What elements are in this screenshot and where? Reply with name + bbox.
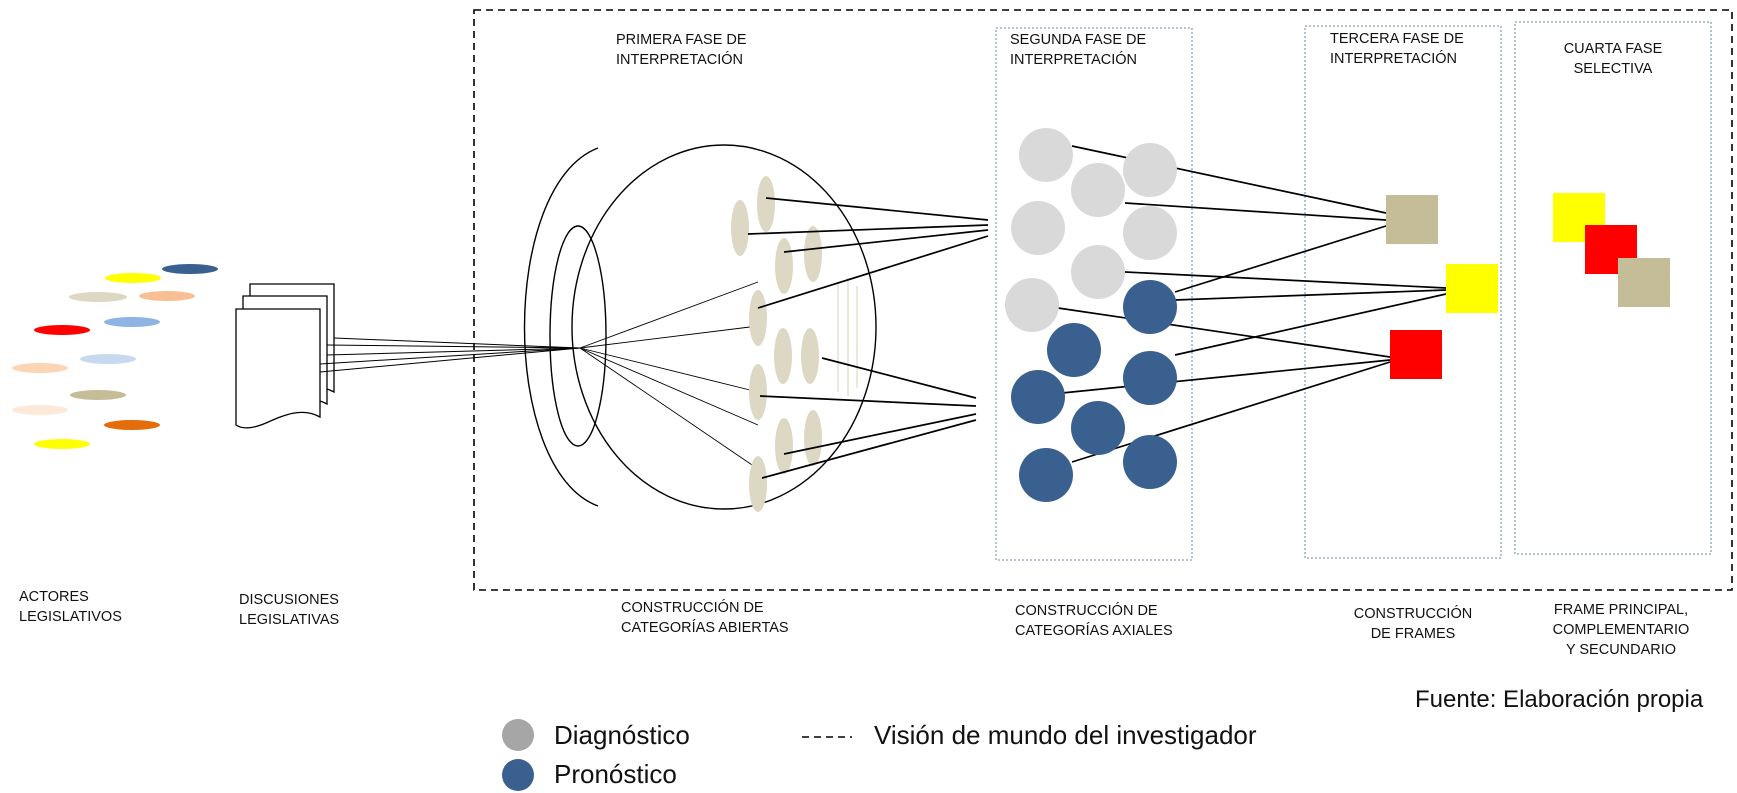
diagnostic-circle xyxy=(1011,201,1065,255)
axial-prognostic-circles xyxy=(1011,280,1177,502)
document-stack-icon xyxy=(235,283,335,429)
source-note: Fuente: Elaboración propia xyxy=(1415,686,1704,713)
label-legislative-actors-line1: ACTORES xyxy=(19,589,89,605)
label-axial-categories: CONSTRUCCIÓN DE CATEGORÍAS AXIALES xyxy=(1015,601,1173,641)
actor-ellipse xyxy=(80,354,136,364)
phase-title-fourth-line1: CUARTA FASE xyxy=(1563,41,1663,57)
prognostic-circle xyxy=(1123,435,1177,489)
phase-title-second: SEGUNDA FASE DE INTERPRETACIÓN xyxy=(1010,30,1146,70)
phase-title-third: TERCERA FASE DE INTERPRETACIÓN xyxy=(1330,29,1464,69)
frame-square-red xyxy=(1390,330,1442,379)
legend-prognostic-icon xyxy=(502,759,534,791)
label-legislative-actors-line2: LEGISLATIVOS xyxy=(19,609,122,625)
legend-diagnostic-label: Diagnóstico xyxy=(554,720,690,750)
open-category-ellipse xyxy=(749,456,767,512)
label-open-categories-line1: CONSTRUCCIÓN DE xyxy=(621,600,764,616)
actor-ellipse xyxy=(105,273,161,283)
phase-title-second-line2: INTERPRETACIÓN xyxy=(1010,52,1138,68)
phase-title-third-line1: TERCERA FASE DE xyxy=(1330,31,1464,47)
label-frame-construction-line1: CONSTRUCCIÓN xyxy=(1353,606,1473,622)
legend-prognostic-label: Pronóstico xyxy=(554,759,677,789)
prognostic-circle xyxy=(1019,448,1073,502)
legend-diagnostic-icon xyxy=(502,719,534,751)
actor-ellipse xyxy=(162,264,218,274)
eye-retina-lines xyxy=(837,278,858,396)
diagnostic-circle xyxy=(1005,278,1059,332)
prognostic-circle xyxy=(1071,401,1125,455)
legend-worldview-label: Visión de mundo del investigador xyxy=(874,720,1257,750)
phase-title-third-line2: INTERPRETACIÓN xyxy=(1330,51,1458,67)
phase-title-first-line1: PRIMERA FASE DE xyxy=(616,32,747,48)
legislative-actors xyxy=(12,264,218,449)
open-category-ellipse xyxy=(801,328,819,384)
label-open-categories: CONSTRUCCIÓN DE CATEGORÍAS ABIERTAS xyxy=(621,598,789,638)
label-final-frames: FRAME PRINCIPAL, COMPLEMENTARIO Y SECUND… xyxy=(1523,600,1719,660)
label-final-frames-line2: COMPLEMENTARIO xyxy=(1552,622,1690,638)
phase-box-second xyxy=(995,27,1193,561)
diagnostic-circle xyxy=(1123,143,1177,197)
actor-ellipse xyxy=(69,292,127,302)
actor-ellipse xyxy=(34,439,90,449)
diagnostic-circle xyxy=(1019,128,1073,182)
open-category-ellipse xyxy=(775,418,793,474)
phase-title-second-line1: SEGUNDA FASE DE xyxy=(1010,32,1147,48)
prognostic-circle xyxy=(1123,351,1177,405)
label-open-categories-line2: CATEGORÍAS ABIERTAS xyxy=(621,620,789,636)
phase-title-first: PRIMERA FASE DE INTERPRETACIÓN xyxy=(616,30,747,70)
phase-title-fourth: CUARTA FASE SELECTIVA xyxy=(1528,39,1698,79)
diagnostic-circle xyxy=(1071,245,1125,299)
open-category-ellipse xyxy=(804,226,822,282)
axial-diagnostic-circles xyxy=(1005,128,1177,332)
open-category-ellipse xyxy=(804,410,822,466)
phase-box-third xyxy=(1304,25,1502,559)
label-axial-categories-line1: CONSTRUCCIÓN DE xyxy=(1015,603,1158,619)
actor-ellipse xyxy=(12,363,68,373)
axial-to-frame-lines xyxy=(1057,145,1447,463)
phase-title-fourth-line2: SELECTIVA xyxy=(1573,61,1653,77)
document-to-eye-lines xyxy=(319,337,581,373)
actor-ellipse xyxy=(104,317,160,327)
open-to-axial-lines xyxy=(747,197,989,479)
label-legislative-discussions-line2: LEGISLATIVAS xyxy=(239,612,340,628)
frame-square-yellow xyxy=(1446,264,1498,313)
eye-internal-lines xyxy=(579,281,759,470)
prognostic-circle xyxy=(1123,280,1177,334)
open-categories xyxy=(731,176,822,512)
actor-ellipse xyxy=(12,405,68,415)
diagnostic-circle xyxy=(1071,163,1125,217)
secondary-frame-square xyxy=(1618,258,1670,307)
worldview-boundary xyxy=(473,9,1733,591)
open-category-ellipse xyxy=(749,290,767,346)
open-category-ellipse xyxy=(731,200,749,256)
prognostic-circle xyxy=(1047,323,1101,377)
label-axial-categories-line2: CATEGORÍAS AXIALES xyxy=(1015,623,1173,639)
diagnostic-circle xyxy=(1123,206,1177,260)
label-legislative-discussions-line1: DISCUSIONES xyxy=(239,592,339,608)
label-final-frames-line1: FRAME PRINCIPAL, xyxy=(1553,602,1689,618)
open-category-ellipse xyxy=(775,238,793,294)
label-frame-construction: CONSTRUCCIÓN DE FRAMES xyxy=(1333,604,1493,644)
actor-ellipse xyxy=(139,291,195,301)
open-category-ellipse xyxy=(749,364,767,420)
label-final-frames-line3: Y SECUNDARIO xyxy=(1565,642,1677,658)
open-category-ellipse xyxy=(757,176,775,232)
open-category-ellipse xyxy=(774,328,792,384)
actor-ellipse xyxy=(34,325,90,335)
actor-ellipse xyxy=(104,420,160,430)
label-frame-construction-line2: DE FRAMES xyxy=(1370,626,1456,642)
label-legislative-discussions: DISCUSIONES LEGISLATIVAS xyxy=(239,590,339,630)
phase-box-fourth xyxy=(1514,21,1712,555)
actor-ellipse xyxy=(70,390,126,400)
phase-title-first-line2: INTERPRETACIÓN xyxy=(616,52,744,68)
eye-icon xyxy=(523,144,877,510)
frame-square-khaki xyxy=(1386,195,1438,244)
label-legislative-actors: ACTORES LEGISLATIVOS xyxy=(19,587,122,627)
prognostic-circle xyxy=(1011,370,1065,424)
